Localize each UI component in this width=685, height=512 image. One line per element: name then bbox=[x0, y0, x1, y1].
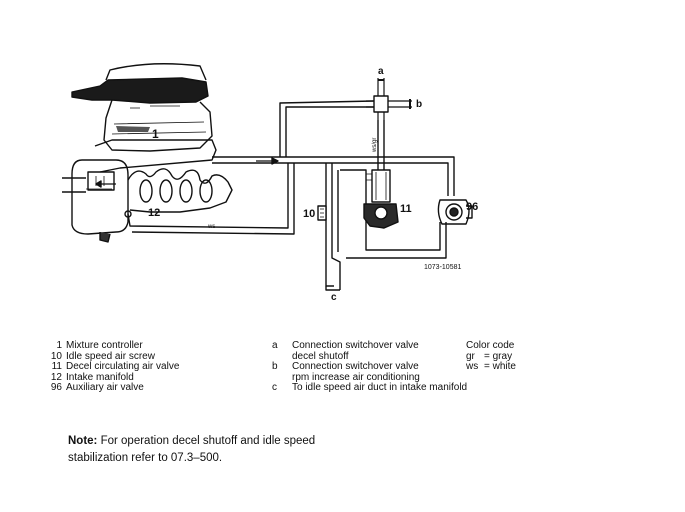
label-a: a bbox=[378, 66, 384, 77]
intake-manifold bbox=[62, 159, 233, 243]
legend-parts: 1 Mixture controller 10 Idle speed air scr… bbox=[40, 340, 180, 394]
hose-routing-diagram: 1 12 10 11 96 a b c ws/gr ws 1073-10581 bbox=[62, 63, 478, 303]
hose-code-vertical: ws/gr bbox=[372, 138, 378, 153]
legend-item: b Connection switchover valve bbox=[272, 362, 467, 373]
color-code: ws bbox=[466, 361, 479, 373]
note-line-1: For operation decel shutoff and idle spe… bbox=[100, 435, 316, 447]
color-code: gr bbox=[466, 350, 475, 362]
operation-note: Note: For operation decel shutoff and id… bbox=[68, 433, 368, 467]
legend-text: Mixture controller bbox=[66, 340, 143, 351]
legend-item: a Connection switchover valve bbox=[272, 340, 467, 352]
t-connector bbox=[366, 78, 412, 120]
note-label: Note: bbox=[68, 435, 98, 447]
mixture-controller bbox=[71, 63, 213, 152]
legend-item: 11 Decel circulating air valve bbox=[40, 361, 180, 373]
legend-num: 1 bbox=[56, 340, 62, 351]
label-1: 1 bbox=[152, 127, 159, 141]
legend-key: c bbox=[272, 382, 277, 394]
label-11: 11 bbox=[400, 203, 412, 215]
color-meaning: = white bbox=[484, 361, 516, 373]
legend-item: c To idle speed air duct in intake manifo… bbox=[272, 383, 467, 394]
label-10: 10 bbox=[303, 208, 315, 220]
legend-num: 11 bbox=[51, 361, 62, 373]
legend-num: 96 bbox=[50, 382, 62, 394]
legend-text: Auxiliary air valve bbox=[66, 382, 144, 394]
hose-code-bottom: ws bbox=[207, 224, 215, 230]
figure-id: 1073-10581 bbox=[424, 264, 461, 271]
color-code-item: gr = gray bbox=[466, 350, 516, 363]
color-meaning: = gray bbox=[484, 350, 513, 362]
legend-item: decel shutoff bbox=[272, 350, 467, 363]
legend-text: Decel circulating air valve bbox=[66, 361, 180, 373]
legend-text: Intake manifold bbox=[66, 371, 134, 383]
idle-speed-air-screw bbox=[317, 205, 327, 221]
legend-key: b bbox=[272, 361, 278, 373]
color-code-title: Color code bbox=[466, 340, 515, 351]
legend-text: Idle speed air screw bbox=[66, 350, 155, 362]
legend-text: Connection switchover valve bbox=[292, 361, 419, 373]
label-12: 12 bbox=[148, 207, 160, 219]
legend-item: 10 Idle speed air screw bbox=[40, 350, 179, 363]
legend-text: To idle speed air duct in intake manifol… bbox=[292, 382, 468, 394]
legend-text: decel shutoff bbox=[292, 350, 349, 362]
legend-item: 1 Mixture controller bbox=[40, 340, 179, 352]
label-c: c bbox=[331, 292, 337, 303]
legend-item: 96 Auxiliary air valve bbox=[40, 383, 179, 394]
color-code-item: ws = white bbox=[466, 362, 516, 373]
legend-key: a bbox=[272, 340, 278, 351]
auxiliary-air-valve bbox=[437, 199, 473, 225]
note-line-2: stabilization refer to 07.3–500. bbox=[68, 452, 223, 464]
legend-text: rpm increase air conditioning bbox=[292, 371, 420, 383]
label-b: b bbox=[416, 99, 422, 110]
legend-num: 12 bbox=[50, 371, 62, 383]
legend-num: 10 bbox=[50, 350, 62, 362]
legend-item: 12 Intake manifold bbox=[40, 371, 179, 384]
legend-color-code: Color code gr = gray ws = white bbox=[466, 340, 516, 373]
legend-item: rpm increase air conditioning bbox=[272, 371, 467, 384]
legend-text: Connection switchover valve bbox=[292, 340, 419, 351]
label-96: 96 bbox=[466, 201, 478, 213]
decel-circulating-air-valve bbox=[363, 169, 399, 229]
